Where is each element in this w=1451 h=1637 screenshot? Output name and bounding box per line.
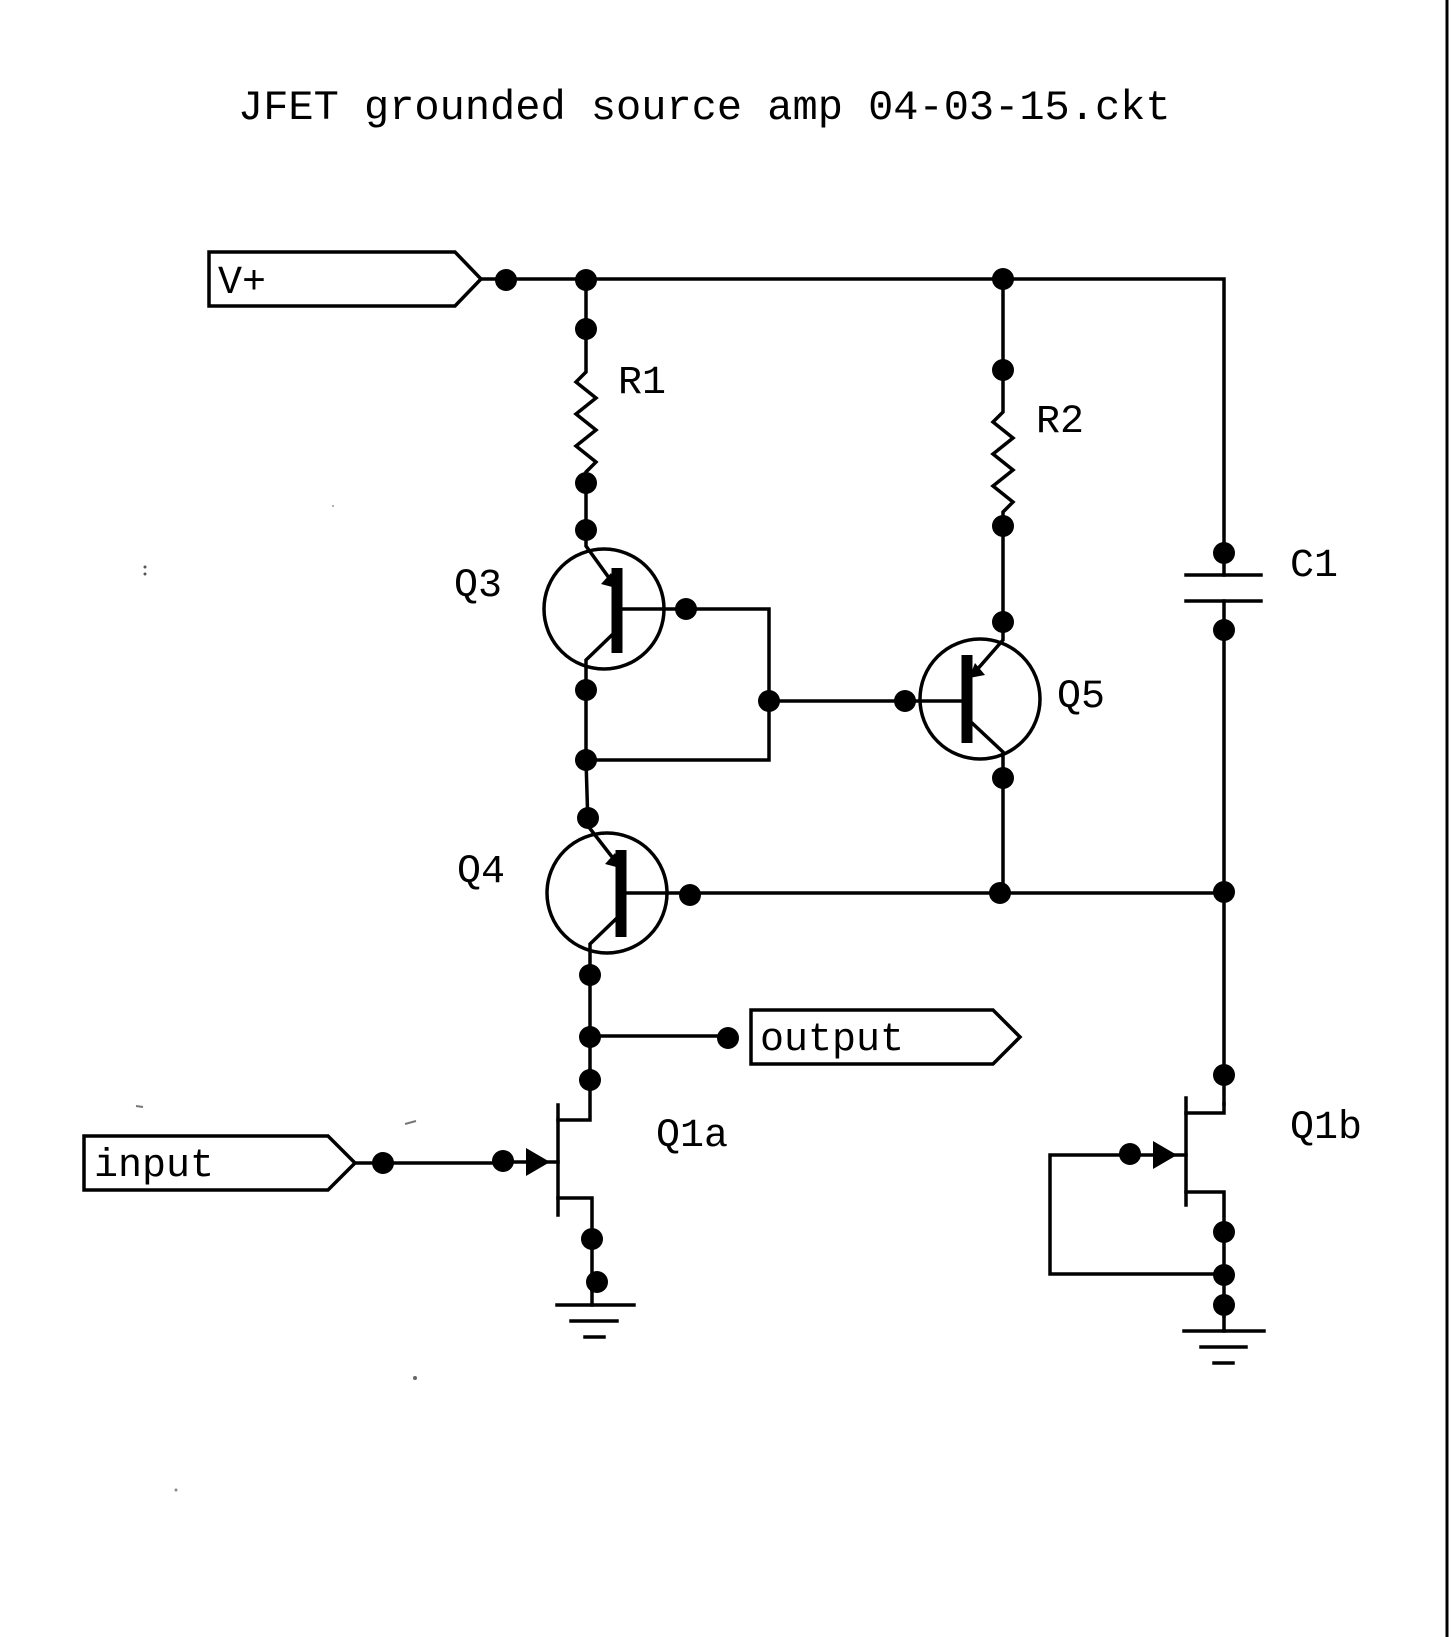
node-dot	[575, 472, 597, 494]
q1a-label: Q1a	[656, 1114, 728, 1159]
node-dot	[577, 807, 599, 829]
r1-label: R1	[618, 361, 666, 406]
node-dot	[992, 767, 1014, 789]
port-vplus-label: V+	[218, 261, 266, 306]
node-dot	[575, 679, 597, 701]
q3-label: Q3	[454, 564, 502, 609]
port-vplus: V+	[207, 250, 484, 308]
node-dot	[1213, 1294, 1235, 1316]
q1b-label: Q1b	[1290, 1106, 1362, 1151]
node-dot	[586, 1271, 608, 1293]
node-dot	[1213, 619, 1235, 641]
capacitor-c1: C1	[1184, 544, 1338, 1106]
q4-label: Q4	[457, 850, 505, 895]
node-dot	[492, 1150, 514, 1172]
port-input-label: input	[94, 1144, 214, 1189]
node-dot	[992, 359, 1014, 381]
node-dot	[575, 749, 597, 771]
node-dot	[372, 1152, 394, 1174]
ground-q1a	[555, 1288, 636, 1339]
node-dot	[758, 690, 780, 712]
resistor-r2: R2	[990, 277, 1084, 624]
node-dot	[575, 519, 597, 541]
node-dot	[579, 1026, 601, 1048]
jfet-q1a: Q1a	[501, 1068, 728, 1292]
port-output-label: output	[760, 1018, 904, 1063]
node-dot	[992, 515, 1014, 537]
resistor-r1: R1	[573, 277, 666, 532]
transistor-q5: Q5	[903, 620, 1105, 895]
node-dot	[1119, 1143, 1141, 1165]
node-dot	[575, 318, 597, 340]
node-dot	[989, 882, 1011, 904]
node-dot	[495, 269, 517, 291]
node-dot	[894, 690, 916, 712]
node-dot	[1213, 542, 1235, 564]
q5-label: Q5	[1057, 675, 1105, 720]
node-dot	[579, 964, 601, 986]
node-dot	[992, 268, 1014, 290]
wire-top-rail	[479, 277, 1226, 555]
jfet-q1b: Q1b	[1048, 1096, 1362, 1318]
node-dot	[1213, 1221, 1235, 1243]
port-output: output	[588, 1008, 1023, 1066]
ground-q1b	[1182, 1314, 1266, 1365]
node-dot	[579, 1069, 601, 1091]
node-dot	[679, 884, 701, 906]
node-dot	[675, 598, 697, 620]
port-input: input	[82, 1134, 505, 1192]
node-dot	[581, 1228, 603, 1250]
node-dot	[1213, 881, 1235, 903]
transistor-q3: Q3	[454, 528, 688, 692]
c1-label: C1	[1290, 544, 1338, 589]
r2-label: R2	[1036, 400, 1084, 445]
node-dot	[717, 1027, 739, 1049]
transistor-q4: Q4	[457, 758, 1226, 1072]
node-dot	[1213, 1064, 1235, 1086]
node-dots	[372, 268, 1235, 1316]
scan-specks	[135, 505, 417, 1492]
node-dot	[575, 269, 597, 291]
node-dot	[1213, 1264, 1235, 1286]
schematic-title: JFET grounded source amp 04-03-15.ckt	[238, 84, 1171, 132]
node-dot	[992, 611, 1014, 633]
wire-q3-base-mirror	[584, 607, 907, 762]
